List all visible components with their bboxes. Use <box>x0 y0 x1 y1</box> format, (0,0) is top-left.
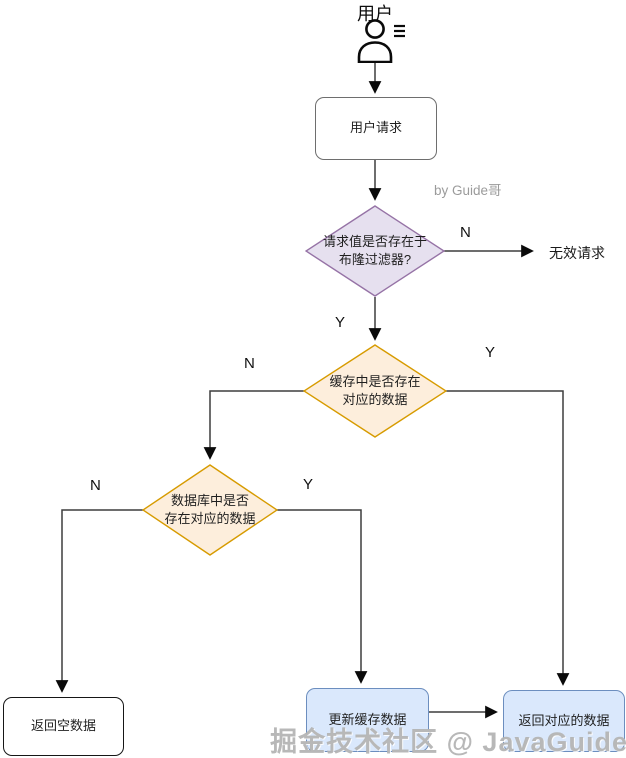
node-return-data-label: 返回对应的数据 <box>518 712 610 728</box>
node-bloom-filter-check: 请求值是否存在于 布隆过滤器? <box>305 205 445 297</box>
orange-diamond-shape <box>303 344 447 438</box>
actor-label: 用户 <box>357 4 393 24</box>
node-update-cache-label: 更新缓存数据 <box>328 711 407 727</box>
node-return-data: 返回对应的数据 <box>503 690 625 752</box>
node-cache-check: 缓存中是否存在 对应的数据 <box>303 344 447 438</box>
edge-db-no <box>55 509 144 693</box>
db-check-line2: 存在对应的数据 <box>164 511 256 526</box>
orange-diamond-shape <box>142 464 278 556</box>
author-watermark: by Guide哥 <box>434 183 502 198</box>
node-db-check: 数据库中是否 存在对应的数据 <box>142 464 278 556</box>
db-check-line1: 数据库中是否 <box>170 493 249 509</box>
edge-label-bloom-no: N <box>460 224 471 241</box>
cache-check-line1: 缓存中是否存在 <box>329 374 421 390</box>
edge-label-db-yes: Y <box>303 476 314 493</box>
node-return-empty-label: 返回空数据 <box>30 718 96 734</box>
node-update-cache: 更新缓存数据 <box>306 688 429 752</box>
edge-db-yes <box>276 509 368 684</box>
cache-check-line2: 对应的数据 <box>342 392 408 407</box>
edge-label-db-no: N <box>90 477 101 494</box>
node-user-request: 用户请求 <box>315 97 437 160</box>
edge-cache-yes <box>444 390 570 686</box>
node-invalid-request: 无效请求 <box>549 245 605 261</box>
user-icon <box>357 19 405 63</box>
bloom-check-line1: 请求值是否存在于 <box>322 234 427 250</box>
edge-label-bloom-yes: Y <box>335 314 346 331</box>
edge-cache-no <box>203 390 306 460</box>
node-return-empty: 返回空数据 <box>3 697 124 756</box>
edge-label-cache-no: N <box>244 355 255 372</box>
edge-label-cache-yes: Y <box>485 344 496 361</box>
purple-diamond-shape <box>305 205 445 297</box>
node-user-request-label: 用户请求 <box>349 120 402 136</box>
bloom-check-line2: 布隆过滤器? <box>338 252 412 267</box>
